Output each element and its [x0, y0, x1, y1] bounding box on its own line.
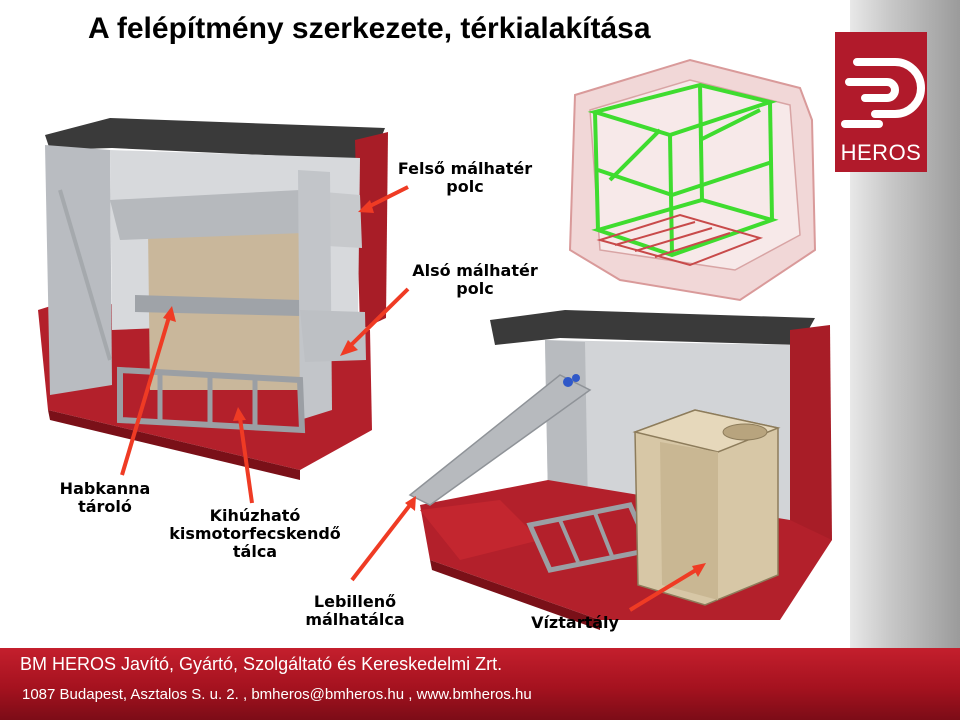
- callout-arrows: [120, 185, 706, 612]
- label-pullout-tray-line3: tálca: [232, 542, 278, 561]
- label-lower-shelf: Alsó málhatér polc: [400, 262, 550, 298]
- footer-company-name: BM HEROS Javító, Gyártó, Szolgáltató és …: [20, 654, 503, 674]
- label-foam-tank: Habkanna tároló: [50, 480, 160, 516]
- label-tilt-tray-line1: Lebillenő: [313, 592, 397, 611]
- left-cabinet-illustration: [38, 118, 388, 480]
- footer-bar: BM HEROS Javító, Gyártó, Szolgáltató és …: [0, 648, 960, 720]
- label-water-tank: Víztartály: [520, 614, 630, 632]
- logo-wordmark: HEROS: [840, 140, 922, 165]
- heros-logo-icon: [841, 58, 925, 128]
- page-title: A felépítmény szerkezete, térkialakítása: [88, 12, 651, 45]
- label-upper-shelf-line2: polc: [446, 177, 484, 196]
- label-lower-shelf-line2: polc: [456, 279, 494, 298]
- label-pullout-tray-line1: Kihúzható: [209, 506, 301, 525]
- label-tilt-tray-line2: málhatálca: [305, 610, 405, 629]
- label-upper-shelf-line1: Felső málhatér: [397, 159, 533, 178]
- label-foam-tank-line2: tároló: [78, 497, 132, 516]
- illustrations: [38, 58, 832, 630]
- label-water-tank-text: Víztartály: [531, 613, 619, 632]
- label-upper-shelf: Felső málhatér polc: [390, 160, 540, 196]
- label-lower-shelf-line1: Alsó málhatér: [412, 261, 538, 280]
- vehicle-xray-illustration: [568, 58, 817, 302]
- label-pullout-tray-line2: kismotorfecskendő: [169, 524, 341, 543]
- label-pullout-tray: Kihúzható kismotorfecskendő tálca: [165, 507, 345, 561]
- footer-contact-info: 1087 Budapest, Asztalos S. u. 2. , bmher…: [22, 686, 532, 703]
- label-tilt-tray: Lebillenő málhatálca: [290, 593, 420, 629]
- right-cabinet-illustration: [408, 310, 832, 630]
- heros-logo: HEROS: [835, 32, 927, 172]
- label-foam-tank-line1: Habkanna: [59, 479, 151, 498]
